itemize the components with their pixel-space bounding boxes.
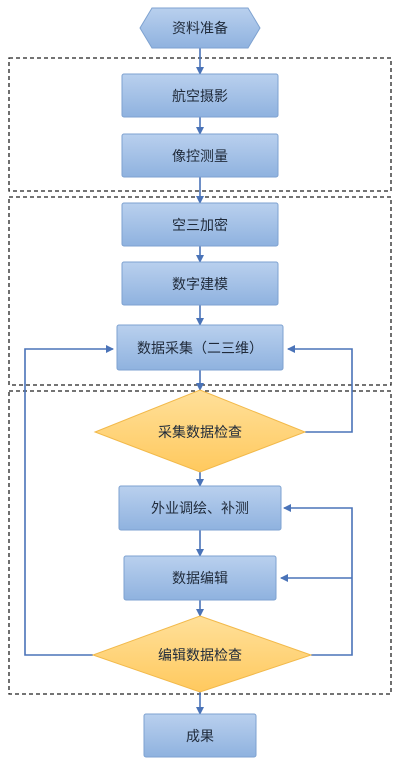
aerotriangulation-label: 空三加密 [172, 217, 228, 234]
data-collection-box [116, 324, 284, 371]
editing-check-label: 编辑数据检查 [158, 648, 242, 664]
start-label: 资料准备 [172, 20, 228, 37]
image-control-survey-label: 像控测量 [172, 149, 228, 165]
digital-modeling-box [121, 261, 279, 306]
image-control-survey-box [121, 133, 279, 178]
end-box [143, 713, 257, 758]
aerotriangulation-box [121, 202, 279, 247]
start-node [139, 7, 261, 49]
data-collection-label: 数据采集（二三维） [137, 340, 263, 357]
editing-check-diamond [91, 615, 313, 693]
loop-collection-check-to-collection [287, 345, 353, 433]
loop-editing-check-to-field [283, 504, 353, 656]
field-survey-label: 外业调绘、补测 [151, 501, 249, 517]
data-editing-label: 数据编辑 [172, 571, 228, 587]
feedback-loops [24, 345, 353, 656]
loop-editing-check-to-collection [24, 345, 114, 656]
aerial-photography-label: 航空摄影 [172, 89, 228, 105]
field-survey-box [118, 485, 282, 531]
aerial-photography-box [121, 73, 279, 118]
data-editing-box [123, 555, 277, 601]
collection-check-label: 采集数据检查 [158, 424, 242, 441]
digital-modeling-label: 数字建模 [172, 277, 228, 293]
end-label: 成果 [186, 729, 214, 745]
collection-check-diamond [93, 389, 307, 473]
